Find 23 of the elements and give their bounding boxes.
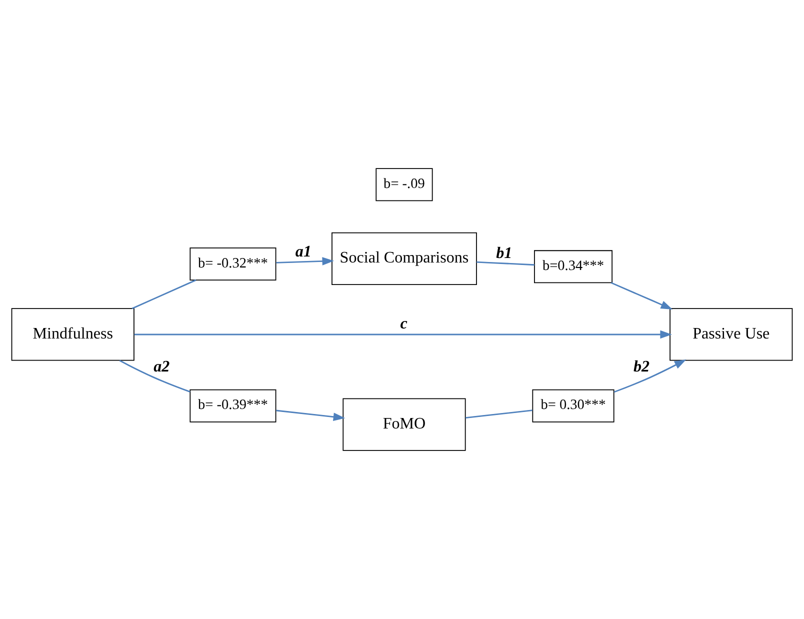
connector — [119, 360, 190, 392]
arrow — [276, 257, 334, 266]
edge-label: a1 — [295, 243, 312, 260]
edge-label: c — [400, 316, 408, 333]
node-box: Mindfulness — [11, 308, 134, 361]
node-box: b= -0.32*** — [190, 248, 276, 280]
connector — [465, 410, 533, 419]
node-box: b= -.09 — [376, 168, 433, 202]
arrow — [610, 282, 673, 310]
node-box: b= 0.30*** — [532, 389, 614, 422]
edge-label: b2 — [633, 358, 650, 376]
node-box: Social Comparisons — [332, 232, 477, 285]
edge-label: a2 — [154, 358, 170, 376]
arrow — [276, 410, 346, 421]
arrow — [134, 330, 672, 339]
connector — [132, 279, 196, 310]
node-box: b= -0.39*** — [190, 389, 276, 422]
arrow — [614, 359, 686, 393]
connector — [476, 261, 534, 266]
node-box: b=0.34*** — [534, 250, 612, 284]
edge-label: b1 — [496, 245, 512, 262]
node-box: Passive Use — [670, 308, 793, 361]
node-box: FoMO — [342, 398, 466, 451]
